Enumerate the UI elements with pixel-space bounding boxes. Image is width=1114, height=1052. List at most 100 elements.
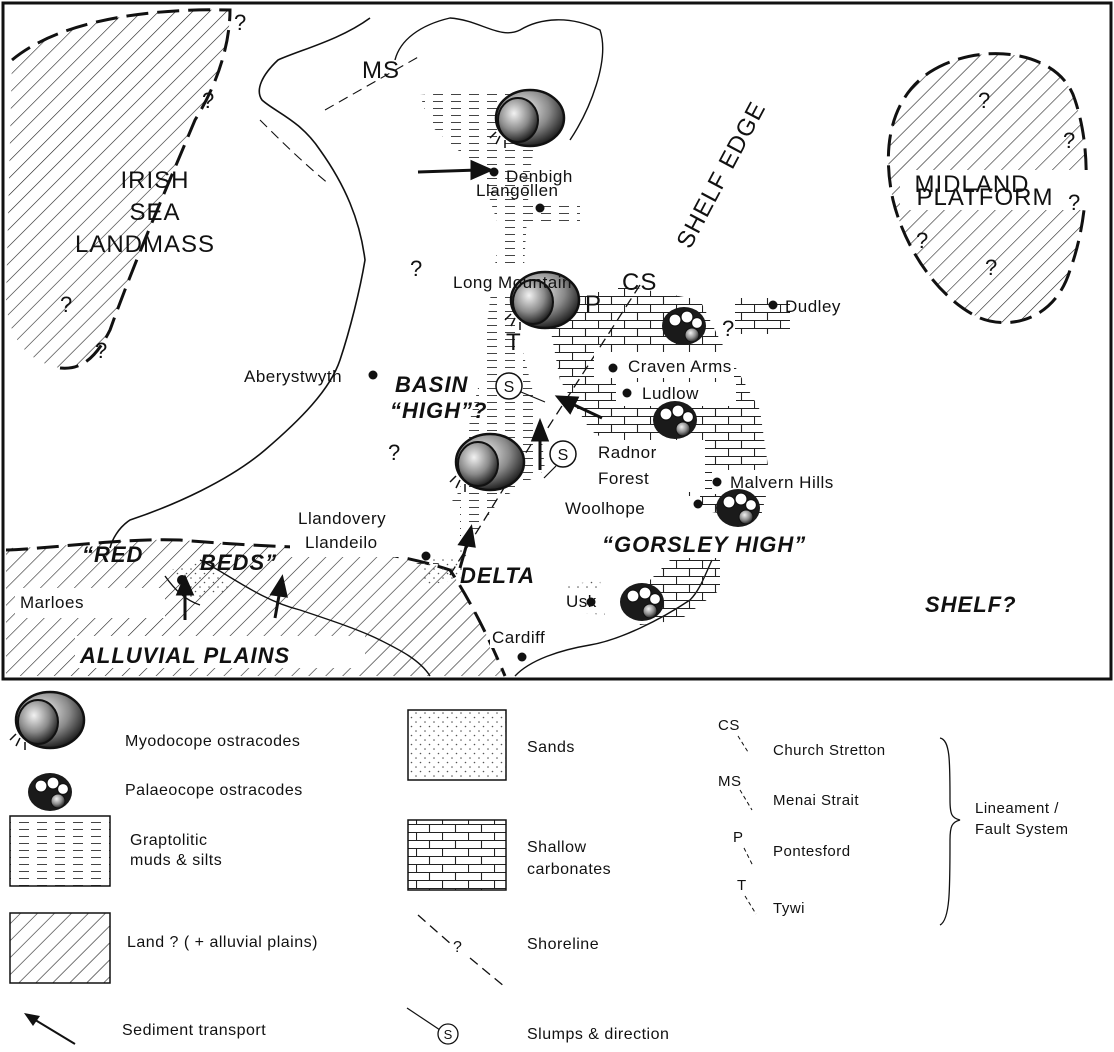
svg-text:Radnor: Radnor <box>598 443 657 462</box>
svg-text:?: ? <box>410 256 422 281</box>
north-coastline <box>394 17 604 141</box>
legend-carbonates-line2: carbonates <box>527 861 611 878</box>
irish-sea-landmass-area <box>6 9 230 369</box>
map-fault-p: P <box>585 291 602 318</box>
svg-text:?: ? <box>202 88 214 113</box>
svg-text:P: P <box>733 829 744 846</box>
svg-text:“HIGH”?: “HIGH”? <box>390 398 487 423</box>
legend: Myodocope ostracodes Palaeocope ostracod… <box>8 690 1069 1045</box>
map-fault-t: T <box>506 329 522 356</box>
svg-text:?: ? <box>60 292 72 317</box>
town-marloes: Marloes <box>20 593 84 612</box>
legend-fault-codes: CS MS P T <box>718 717 757 915</box>
midland-label-backdrop <box>900 170 1090 210</box>
svg-text:?: ? <box>985 255 997 280</box>
svg-text:S: S <box>504 379 515 396</box>
welsh-coastline <box>109 17 371 549</box>
alluvial-plains-label: ALLUVIAL PLAINS <box>79 643 290 668</box>
svg-text:S: S <box>558 447 569 464</box>
palaeocope-icon-woolhope <box>715 488 761 528</box>
svg-text:?: ? <box>388 440 400 465</box>
svg-text:?: ? <box>453 939 462 956</box>
svg-text:?: ? <box>234 10 246 35</box>
sediment-arrows <box>175 159 603 620</box>
town-denbigh: Denbigh <box>506 167 573 186</box>
uncertainty-marks: ? ? ? ? ? ? ? ? ? ? ? ? <box>60 10 1080 465</box>
svg-text:?: ? <box>1063 128 1075 153</box>
legend-fault-brace <box>939 737 961 926</box>
legend-sands-swatch <box>407 709 507 781</box>
irish-sea-landmass-boundary <box>11 8 232 370</box>
svg-text:?: ? <box>1068 190 1080 215</box>
legend-fault-group-line2: Fault System <box>975 821 1069 838</box>
svg-text:MS: MS <box>718 773 742 790</box>
legend-myodocope-label: Myodocope ostracodes <box>125 733 300 750</box>
legend-graptolitic-line1: Graptolitic <box>130 832 208 849</box>
radnor-label-backdrop <box>595 440 705 492</box>
midland-platform-label: MIDLAND PLATFORM <box>914 171 1054 211</box>
legend-slump-icon: S <box>406 1007 459 1045</box>
town-radnor-forest: Radnor Forest <box>598 443 657 488</box>
palaeocope-icon-usk <box>619 582 665 622</box>
legend-sands-label: Sands <box>527 739 575 756</box>
woolhope-label-backdrop <box>560 496 700 520</box>
marloes-label-backdrop <box>15 588 165 618</box>
svg-text:“RED: “RED <box>82 542 143 567</box>
gorsley-label-backdrop <box>588 526 892 558</box>
svg-text:?: ? <box>978 88 990 113</box>
svg-text:BEDS”: BEDS” <box>200 550 277 575</box>
svg-text:BASIN: BASIN <box>395 372 469 397</box>
tywi-lineament <box>449 429 541 576</box>
legend-palaeocope-label: Palaeocope ostracodes <box>125 782 303 799</box>
shelf-label: SHELF? <box>925 592 1017 617</box>
svg-text:CS: CS <box>718 717 740 734</box>
palaeocope-icon-ludlow <box>652 400 698 440</box>
basin-high-label: BASIN “HIGH”? <box>390 372 487 423</box>
palaeocope-icon-dudley <box>661 306 707 346</box>
slump-symbol-radnor: S <box>543 440 577 479</box>
llangollen-muds <box>520 205 580 221</box>
town-woolhope: Woolhope <box>565 499 645 518</box>
svg-text:LANDMASS: LANDMASS <box>75 231 215 258</box>
legend-carbonates-swatch <box>407 819 507 891</box>
legend-land-label: Land ? ( + alluvial plains) <box>127 934 318 951</box>
svg-text:S: S <box>444 1027 453 1042</box>
svg-text:?: ? <box>722 316 734 341</box>
shelf-edge-line <box>539 284 641 441</box>
legend-carbonates-line1: Shallow <box>527 839 587 856</box>
map-fault-ms: MS <box>362 57 400 84</box>
legend-fault-pontesford: Pontesford <box>773 843 851 860</box>
gorsley-high-label: “GORSLEY HIGH” <box>602 532 806 557</box>
legend-shoreline-label: Shoreline <box>527 936 599 953</box>
legend-myodocope-icon <box>8 690 86 752</box>
town-craven-arms: Craven Arms <box>628 357 732 376</box>
town-malvern-hills: Malvern Hills <box>730 473 834 492</box>
legend-fault-menai-strait: Menai Strait <box>773 792 859 809</box>
usk-label-backdrop <box>562 590 610 612</box>
legend-shoreline-icon: ? <box>417 914 506 988</box>
town-aberystwyth: Aberystwyth <box>244 367 342 386</box>
legend-sediment-label: Sediment transport <box>122 1022 266 1039</box>
legend-land-swatch <box>9 912 111 984</box>
town-ludlow: Ludlow <box>642 384 699 403</box>
svg-text:T: T <box>737 877 747 894</box>
svg-text:SEA: SEA <box>129 199 180 226</box>
town-llandovery: Llandovery <box>298 509 386 528</box>
irish-sea-landmass-label: IRISH SEA LANDMASS <box>75 167 215 258</box>
cardiff-label-backdrop <box>490 624 560 648</box>
slump-symbol-basin: S <box>495 372 546 403</box>
svg-text:MIDLAND: MIDLAND <box>914 171 1029 198</box>
legend-graptolitic-line2: muds & silts <box>130 852 222 869</box>
legend-fault-church-stretton: Church Stretton <box>773 742 886 759</box>
svg-text:PLATFORM: PLATFORM <box>917 184 1054 211</box>
alluvial-label-backdrop <box>75 636 365 668</box>
legend-sediment-arrow-icon <box>24 1013 76 1045</box>
svg-text:Forest: Forest <box>598 469 649 488</box>
town-dudley: Dudley <box>785 297 841 316</box>
red-beds-label: “RED BEDS” <box>82 542 277 575</box>
town-long-mountain: Long Mountain <box>453 273 572 292</box>
legend-slumps-label: Slumps & direction <box>527 1026 669 1043</box>
town-usk: Usk <box>566 592 597 611</box>
svg-text:IRISH: IRISH <box>120 167 189 194</box>
